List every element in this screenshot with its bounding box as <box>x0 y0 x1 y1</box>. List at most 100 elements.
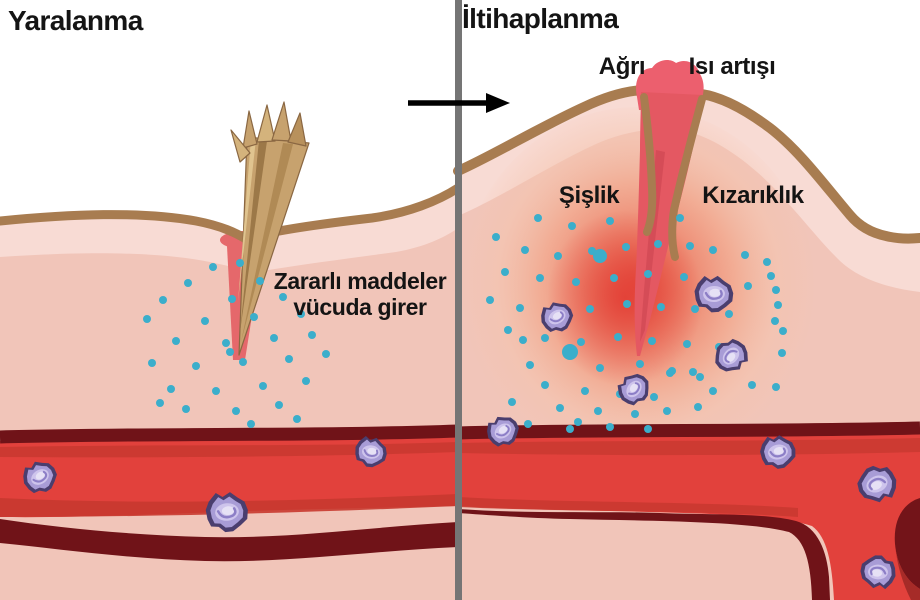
bacteria-dot <box>556 404 564 412</box>
bacteria-dot <box>696 373 704 381</box>
right-panel-inflammation <box>453 60 920 600</box>
bacteria-dot <box>623 300 631 308</box>
bacteria-dot <box>593 249 607 263</box>
wound-channel-group <box>634 60 706 356</box>
bacteria-dot <box>778 349 786 357</box>
bacteria-dot <box>581 387 589 395</box>
bacteria-dot <box>492 233 500 241</box>
vessel-bottom-wall <box>0 519 458 562</box>
bacteria-dot <box>566 425 574 433</box>
bacteria-dot <box>172 337 180 345</box>
bacteria-dot <box>247 420 255 428</box>
bacteria-dot <box>297 310 305 318</box>
bacteria-dot <box>143 315 151 323</box>
bacteria-dot <box>772 383 780 391</box>
bacteria-dot <box>293 415 301 423</box>
right-panel-title: İltihaplanma <box>462 3 619 34</box>
caption-line-2: vücuda girer <box>293 294 427 320</box>
bacteria-dot <box>270 334 278 342</box>
splinter <box>230 101 310 356</box>
bacteria-dot <box>622 243 630 251</box>
bacteria-dot <box>212 387 220 395</box>
bacteria-dot <box>614 333 622 341</box>
bacteria-dot <box>250 313 258 321</box>
bacteria-dot <box>322 350 330 358</box>
bacteria-dot <box>562 344 578 360</box>
bacteria-dot <box>686 242 694 250</box>
epidermis-line-right-b <box>696 89 920 244</box>
label-swelling: Şişlik <box>558 182 620 209</box>
left-panel-title: Yaralanma <box>8 5 143 36</box>
bacteria-dot <box>767 272 775 280</box>
bacteria-dot <box>779 327 787 335</box>
bacteria-dot <box>657 303 665 311</box>
bacteria-dot <box>285 355 293 363</box>
bacteria-dot <box>771 317 779 325</box>
bacteria-dot <box>631 410 639 418</box>
bacteria-dot <box>636 360 644 368</box>
bacteria-dot <box>236 259 244 267</box>
bacteria-dot <box>256 277 264 285</box>
bacteria-dot <box>676 214 684 222</box>
bacteria-dot <box>610 274 618 282</box>
bacteria-dot <box>666 369 674 377</box>
bacteria-dot <box>744 282 752 290</box>
bacteria-dot <box>486 296 494 304</box>
bacteria-dot <box>709 387 717 395</box>
bacteria-dot <box>725 310 733 318</box>
bacteria-dot <box>554 252 562 260</box>
bacteria-dot <box>508 398 516 406</box>
label-redness: Kızarıklık <box>702 182 804 209</box>
bacteria-dot <box>239 358 247 366</box>
transition-arrow-icon <box>408 93 510 113</box>
bacteria-dot <box>689 368 697 376</box>
bacteria-dot <box>524 420 532 428</box>
bacteria-dot <box>226 348 234 356</box>
bacteria-dot <box>596 364 604 372</box>
bacteria-dot <box>606 423 614 431</box>
bacteria-dot <box>526 361 534 369</box>
bacteria-dot <box>568 222 576 230</box>
label-pain: Ağrı <box>598 53 646 80</box>
bacteria-dot <box>259 382 267 390</box>
vessel-bend-outer-wall <box>894 498 920 589</box>
bacteria-dot <box>192 362 200 370</box>
bacteria-dot <box>536 274 544 282</box>
bacteria-dot <box>774 301 782 309</box>
bacteria-dot <box>772 286 780 294</box>
bacteria-dot <box>541 334 549 342</box>
bacteria-dot <box>148 359 156 367</box>
panel-divider <box>455 0 462 600</box>
bacteria-dot <box>156 399 164 407</box>
bacteria-dots-left <box>143 259 330 428</box>
bacteria-dot <box>577 338 585 346</box>
bacteria-dot <box>654 240 662 248</box>
bacteria-dot <box>159 296 167 304</box>
bacteria-dot <box>709 246 717 254</box>
bacteria-dot <box>691 305 699 313</box>
bacteria-dot <box>232 407 240 415</box>
bacteria-dot <box>680 273 688 281</box>
bacteria-dot <box>182 405 190 413</box>
bacteria-dot <box>763 258 771 266</box>
vessel-top-wall <box>0 424 459 444</box>
caption-line-1: Zararlı maddeler <box>273 268 447 294</box>
channel-left-edge <box>640 93 657 236</box>
bacteria-dot <box>209 263 217 271</box>
bacteria-dot <box>201 317 209 325</box>
bacteria-dot <box>683 340 691 348</box>
vessel-top-wall-right <box>457 421 920 440</box>
bacteria-dot <box>184 279 192 287</box>
label-heat: Isı artışı <box>688 53 776 80</box>
bacteria-dot <box>572 278 580 286</box>
bacteria-dot <box>644 425 652 433</box>
epidermis-line-right-a <box>453 85 648 176</box>
bacteria-dot <box>279 293 287 301</box>
bacteria-dot <box>586 305 594 313</box>
bacteria-dot <box>606 217 614 225</box>
bacteria-dot <box>504 326 512 334</box>
bacteria-dot <box>521 246 529 254</box>
bacteria-dot <box>741 251 749 259</box>
bacteria-dot <box>228 295 236 303</box>
